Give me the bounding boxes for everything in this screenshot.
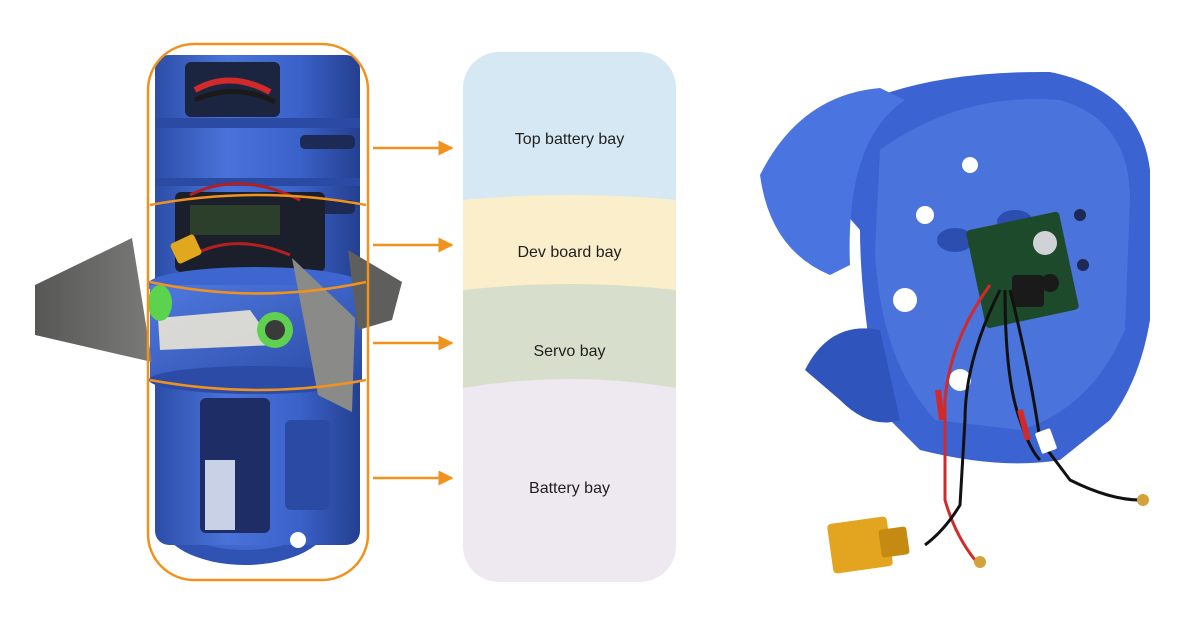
bay-capsule (463, 52, 676, 582)
xt60-connector (170, 234, 202, 264)
stack-outline (146, 42, 370, 582)
servo-wheel-left (148, 285, 172, 321)
avionics-stack-illustration (35, 55, 402, 565)
bay-shape-top-battery (463, 52, 676, 218)
xt60-plug (827, 516, 893, 574)
bay-shape-dev-board (463, 195, 676, 300)
power-bulkhead-illustration (760, 71, 1150, 574)
divider-3 (149, 378, 367, 392)
divider-1 (149, 193, 367, 207)
bay-label-dev-board: Dev board bay (517, 244, 622, 261)
bay-shape-servo (463, 284, 676, 392)
bay-label-battery: Battery bay (529, 480, 610, 497)
bay-label-top-battery: Top battery bay (514, 131, 625, 148)
bay-label-servo: Servo bay (533, 343, 606, 360)
fin-left (35, 238, 152, 362)
fin-right (292, 258, 355, 412)
regulator-board (966, 211, 1079, 328)
divider-2 (149, 280, 367, 295)
bay-shape-battery (463, 379, 676, 582)
